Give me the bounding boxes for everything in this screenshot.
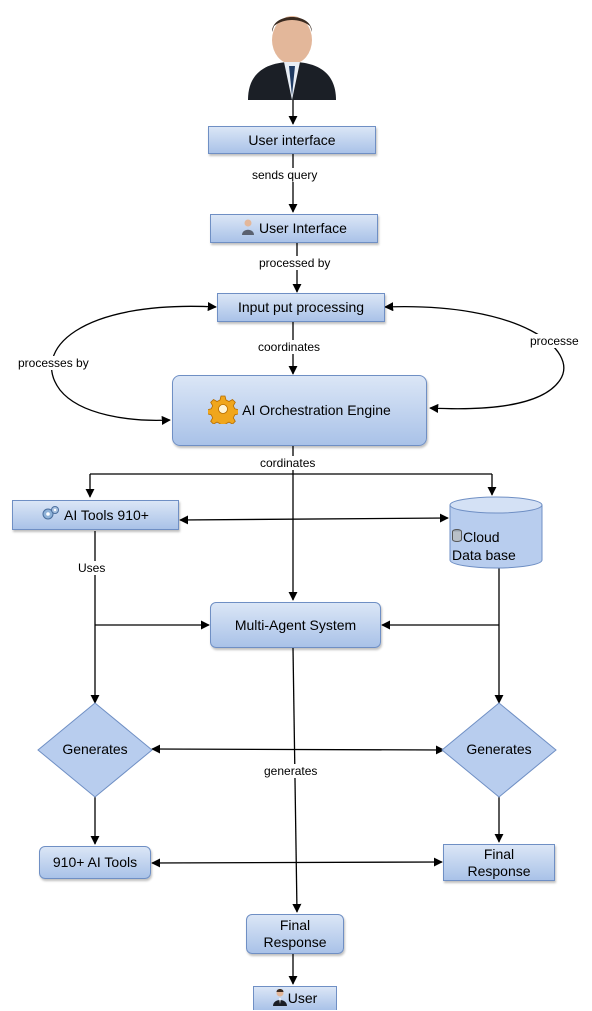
businessman-icon	[272, 988, 287, 1010]
generates-left-label: Generates	[62, 741, 128, 757]
generates-right-diamond	[441, 702, 557, 798]
final-response-bottom-label-1: Final	[279, 917, 311, 933]
input-processing-node: Input put processing	[217, 293, 385, 322]
database-icon	[452, 528, 462, 546]
final-response-right-node: Final Response	[443, 844, 555, 881]
label-coordinates: coordinates	[256, 340, 323, 354]
gear-icon	[42, 505, 60, 525]
cloud-database-node: Cloud Data base	[452, 528, 540, 564]
user-interface-2-label: User Interface	[259, 220, 347, 236]
edge-tools-db	[179, 513, 449, 525]
label-sends-query: sends query	[250, 168, 320, 182]
user-interface-label: User interface	[248, 131, 336, 148]
label-processes-by: processes by	[16, 356, 91, 370]
orchestration-label: AI Orchestration Engine	[242, 402, 391, 418]
user-bottom-label: User	[287, 990, 318, 1006]
user-interface-node: User interface	[208, 126, 376, 154]
input-processing-label: Input put processing	[237, 299, 365, 315]
generates-right-label: Generates	[466, 741, 532, 757]
ai-tools-label: AI Tools 910+	[64, 506, 149, 523]
multi-agent-label: Multi-Agent System	[234, 616, 357, 633]
ai-tools-910-node: 910+ AI Tools	[39, 846, 151, 879]
label-cordinates: cordinates	[258, 456, 318, 470]
user-interface-2-node: User Interface	[210, 214, 378, 243]
final-response-bottom-label-2: Response	[263, 934, 327, 950]
label-processed-by: processed by	[257, 256, 333, 270]
final-response-bottom-node: Final Response	[246, 914, 344, 954]
final-response-right-label-1: Final	[483, 845, 515, 862]
gear-icon	[206, 394, 240, 428]
cloud-database-label-1: Cloud	[463, 529, 500, 545]
edge-generates	[292, 647, 302, 913]
ai-tools-node: AI Tools 910+	[12, 500, 179, 530]
final-response-right-label-2: Response	[467, 862, 531, 879]
label-processe: processe	[528, 334, 581, 348]
businessman-avatar-icon	[248, 16, 336, 100]
ai-tools-910-label: 910+ AI Tools	[52, 854, 138, 870]
orchestration-engine-node: AI Orchestration Engine	[172, 375, 427, 446]
edge-processe	[384, 302, 565, 413]
edge-generates-pair	[151, 744, 445, 755]
multi-agent-node: Multi-Agent System	[210, 602, 381, 648]
person-icon	[241, 219, 255, 239]
generates-left-diamond	[37, 702, 153, 798]
cloud-database-cylinder	[449, 496, 543, 569]
cloud-database-label-2: Data base	[452, 547, 516, 563]
edge-tools-final	[151, 857, 443, 868]
label-uses: Uses	[76, 561, 108, 575]
label-generates: generates	[262, 764, 320, 778]
user-bottom-node: User	[253, 986, 337, 1010]
edge-processes-by	[50, 302, 217, 425]
